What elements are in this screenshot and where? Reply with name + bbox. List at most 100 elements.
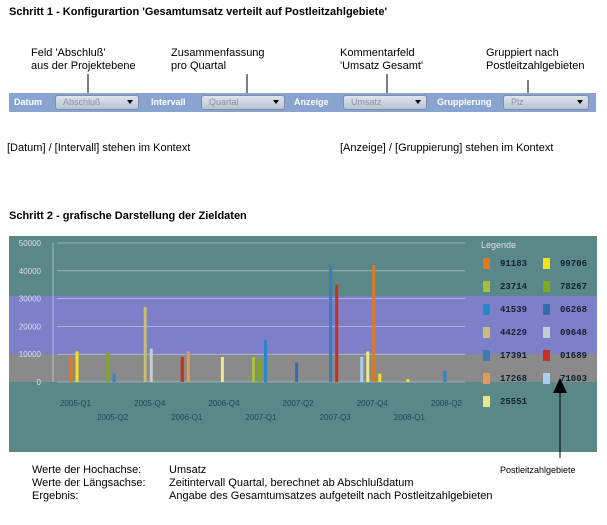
x-tick-label: 2007-Q1: [245, 413, 277, 422]
legend-label: 99706: [560, 258, 588, 269]
anzeige-select[interactable]: Umsatz: [343, 95, 427, 110]
intervall-select[interactable]: Quartal: [201, 95, 285, 110]
legend-item: 25551: [483, 396, 527, 407]
legend-swatch: [483, 373, 490, 384]
legend-swatch: [483, 281, 490, 292]
legend-item: 09648: [543, 327, 587, 338]
chevron-down-icon: [127, 100, 133, 104]
annotation-line: Feld 'Abschluß': [31, 47, 106, 59]
x-tick-label: 2006-Q4: [208, 399, 240, 408]
chart-bar: [149, 348, 153, 382]
plz-label: Postleitzahlgebiete: [500, 465, 576, 475]
legend-label: 41539: [500, 304, 528, 315]
legend-item: 44229: [483, 327, 527, 338]
legend-label: 71003: [560, 373, 588, 384]
chart-bar: [366, 351, 370, 382]
step1-title: Schritt 1 - Konfigurartion 'Gesamtumsatz…: [9, 6, 388, 18]
legend-item: 17268: [483, 373, 527, 384]
anzeige-label: Anzeige: [294, 97, 329, 107]
legend-swatch: [543, 327, 550, 338]
chevron-down-icon: [577, 100, 583, 104]
legend-label: 17268: [500, 373, 528, 384]
annotation-line: Kommentarfeld: [340, 47, 415, 59]
footer-row: Werte der Längsachse: Zeitintervall Quar…: [32, 477, 572, 490]
legend-swatch: [483, 258, 490, 269]
annotation-line: Zusammenfassung: [171, 47, 265, 59]
config-toolbar: Datum Abschluß Intervall Quartal Anzeige…: [9, 93, 596, 112]
chart-bar: [335, 284, 339, 382]
chevron-down-icon: [415, 100, 421, 104]
footer-label: Werte der Längsachse:: [32, 477, 146, 489]
step2-title: Schritt 2 - grafische Darstellung der Zi…: [9, 210, 247, 222]
legend-label: 06268: [560, 304, 588, 315]
annotation-line: Postleitzahlgebieten: [486, 60, 585, 72]
legend-label: 23714: [500, 281, 528, 292]
annotation-anzeige: Kommentarfeld 'Umsatz Gesamt': [340, 47, 423, 73]
annotation-line: 'Umsatz Gesamt': [340, 60, 424, 72]
x-tick-label: 2007-Q3: [320, 413, 352, 422]
chart-bar: [106, 351, 110, 382]
legend-label: 78267: [560, 281, 588, 292]
x-tick-label: 2005-Q4: [134, 399, 166, 408]
intervall-label: Intervall: [151, 97, 186, 107]
legend-item: 01689: [543, 350, 587, 361]
datum-select-value: Abschluß: [63, 97, 101, 107]
annotation-intervall: Zusammenfassung pro Quartal: [171, 47, 265, 73]
y-tick-label: 40000: [19, 267, 42, 276]
anzeige-select-value: Umsatz: [351, 97, 382, 107]
datum-label: Datum: [14, 97, 43, 107]
y-tick-label: 0: [37, 378, 42, 387]
chart-bar: [186, 351, 190, 382]
legend-item: 71003: [543, 373, 587, 384]
legend-swatch: [543, 350, 550, 361]
y-tick-label: 10000: [19, 350, 42, 359]
legend-item: 23714: [483, 281, 527, 292]
chart-bar: [220, 356, 224, 382]
legend-label: 01689: [560, 350, 588, 361]
x-tick-label: 2006-Q1: [171, 413, 203, 422]
gruppierung-select[interactable]: Plz: [503, 95, 589, 110]
x-tick-label: 2008-Q2: [431, 399, 463, 408]
legend-arrow: [553, 378, 567, 458]
footer-label: Werte der Hochachse:: [32, 464, 142, 476]
datum-select[interactable]: Abschluß: [55, 95, 139, 110]
legend-label: 09648: [560, 327, 588, 338]
legend-swatch: [483, 304, 490, 315]
legend-label: 44229: [500, 327, 528, 338]
chart-bar: [75, 351, 79, 382]
footer-row: Werte der Hochachse: Umsatz: [32, 464, 572, 477]
footer-value: Angabe des Gesamtumsatzes aufgeteilt nac…: [169, 490, 493, 502]
chart-bar: [264, 340, 267, 382]
y-tick-label: 30000: [19, 295, 42, 304]
note-right: [Anzeige] / [Gruppierung] stehen im Kont…: [340, 142, 554, 154]
legend-title: Legende: [481, 240, 517, 250]
legend-swatch: [543, 258, 550, 269]
x-tick-label: 2007-Q4: [357, 399, 389, 408]
gruppierung-label: Gruppierung: [437, 97, 492, 107]
legend-item: 06268: [543, 304, 587, 315]
chart-bar: [329, 265, 333, 382]
y-tick-label: 20000: [19, 322, 42, 331]
legend-swatch: [483, 350, 490, 361]
annotation-line: Gruppiert nach: [486, 47, 559, 59]
note-left: [Datum] / [Intervall] stehen im Kontext: [7, 142, 191, 154]
chart-bar: [69, 356, 73, 382]
legend-swatch: [543, 304, 550, 315]
chart-bar: [252, 356, 255, 382]
footer-label: Ergebnis:: [32, 490, 79, 502]
annotation-line: pro Quartal: [171, 60, 227, 72]
footer-value: Zeitintervall Quartal, berechnet ab Absc…: [169, 477, 414, 489]
chart-bar: [378, 373, 382, 382]
y-tick-label: 50000: [19, 239, 42, 248]
x-tick-label: 2005-Q1: [60, 399, 92, 408]
footer-row: Ergebnis: Angabe des Gesamtumsatzes aufg…: [32, 490, 572, 503]
chart-bar: [143, 306, 147, 382]
x-tick-label: 2007-Q2: [283, 399, 315, 408]
legend-label: 17391: [500, 350, 528, 361]
legend-item: 78267: [543, 281, 587, 292]
legend-swatch: [543, 281, 550, 292]
chart-bar: [112, 373, 116, 382]
footer-value: Umsatz: [169, 464, 207, 476]
legend-label: 25551: [500, 396, 528, 407]
chart-bar: [295, 362, 299, 382]
